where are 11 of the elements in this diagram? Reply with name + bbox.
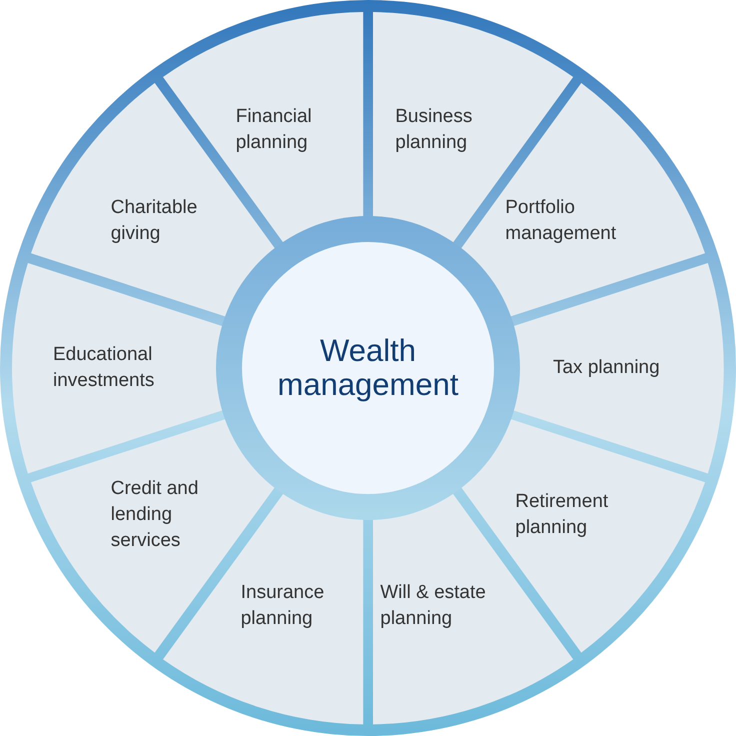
segment-label: Educational investments xyxy=(53,342,156,393)
segment-label: Retirement planning xyxy=(515,490,610,540)
segment-label: Financial planning xyxy=(236,105,313,156)
segment-label: Charitable giving xyxy=(110,196,198,246)
segment-label: Tax planning xyxy=(552,356,661,380)
segment-label: Will & estate planning xyxy=(380,580,487,631)
segment-label: Portfolio management xyxy=(505,196,618,246)
segment-label: Insurance planning xyxy=(240,580,326,631)
segment-label: Credit and lending services xyxy=(110,476,200,553)
segment-label: Business planning xyxy=(395,105,474,156)
hub-title: Wealth management xyxy=(276,334,460,402)
